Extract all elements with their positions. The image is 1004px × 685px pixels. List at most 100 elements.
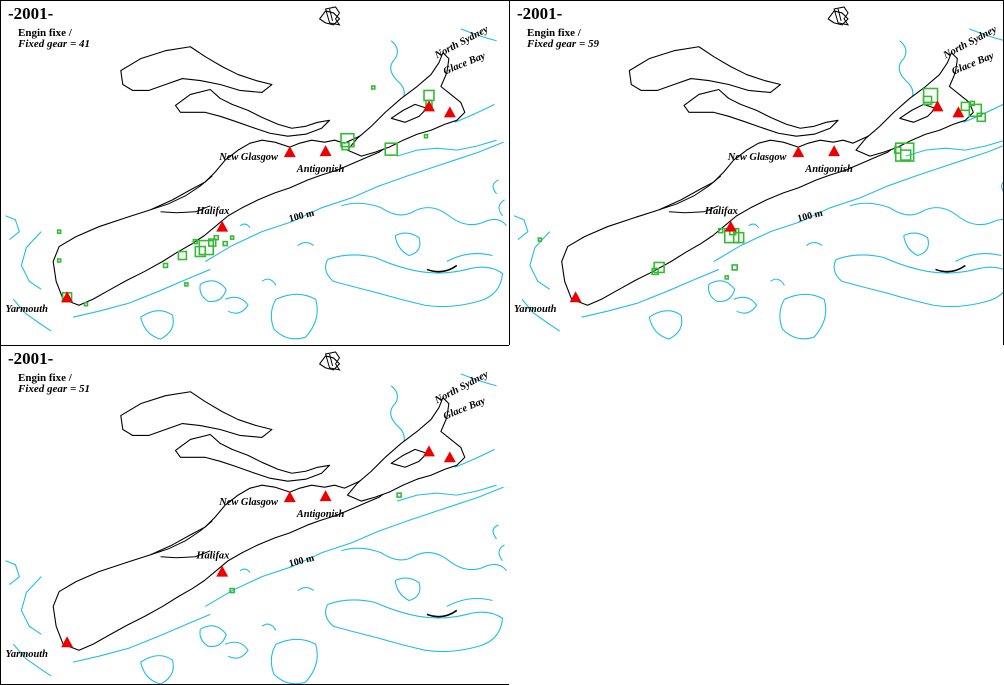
gear-label-en-1: Fixed gear = 41	[18, 38, 90, 50]
coastline	[628, 46, 781, 94]
depth-contour-line	[261, 278, 277, 286]
depth-contour-line	[529, 231, 551, 290]
depth-contour-line	[270, 293, 318, 340]
depth-contour-line	[297, 242, 314, 247]
depth-contour-line	[325, 254, 504, 308]
place-label-yarmouth: Yarmouth	[5, 649, 48, 660]
green-square-icon	[894, 142, 915, 162]
depth-contour-line	[397, 484, 497, 502]
depth-contour-line	[394, 577, 421, 602]
green-square-icon	[653, 261, 665, 274]
depth-contour-line	[72, 268, 211, 318]
depth-contour-line	[833, 254, 1003, 308]
red-triangle-icon	[569, 291, 582, 303]
depth-contour-line	[261, 623, 277, 631]
depth-contour-line	[1001, 181, 1003, 192]
green-square-icon	[192, 238, 199, 245]
red-triangle-icon	[283, 146, 296, 158]
red-triangle-icon	[423, 100, 435, 112]
depth-contour-line	[325, 599, 504, 653]
green-square-icon	[229, 235, 235, 240]
depth-contour-line	[648, 310, 683, 340]
depth-contour-line	[898, 40, 914, 103]
red-triangle-icon	[931, 100, 944, 112]
panel-year-2: -2001-	[517, 4, 563, 23]
depth-contour-line	[239, 568, 251, 573]
red-triangle-icon	[61, 291, 74, 303]
green-square-icon	[423, 133, 429, 139]
contour-arc	[426, 264, 458, 273]
depth-contour-line	[20, 231, 42, 290]
compass-icon	[324, 351, 341, 371]
red-triangle-icon	[423, 445, 435, 457]
green-square-icon	[83, 301, 89, 307]
gear-label-fr-2: Engin fixe /	[527, 27, 581, 39]
green-square-icon	[213, 234, 220, 241]
place-label-yarmouth: Yarmouth	[5, 304, 48, 315]
map-canvas-3: New GlasgowAntigonishHalifaxYarmouthNort…	[5, 351, 507, 684]
red-triangle-icon	[216, 565, 229, 577]
place-label-antigonish: Antigonish	[296, 509, 345, 520]
depth-contour-line	[199, 280, 227, 303]
depth-contour-line	[239, 223, 251, 229]
place-label-depth: 100 m	[796, 208, 824, 225]
panel-year-1: -2001-	[8, 4, 54, 23]
red-triangle-icon	[828, 145, 841, 157]
place-label-yarmouth: Yarmouth	[514, 304, 557, 315]
coastline	[319, 355, 341, 371]
depth-contour-line	[707, 280, 736, 303]
green-square-icon	[198, 239, 215, 256]
coastline	[319, 10, 341, 26]
depth-contour-line	[140, 655, 174, 684]
place-label-new_glasgow: New Glasgow	[727, 152, 787, 163]
depth-contour-line	[13, 643, 52, 677]
green-square-icon	[222, 240, 228, 247]
green-square-icon	[732, 231, 745, 244]
depth-contour-line	[341, 547, 507, 572]
depth-contour-line	[12, 298, 52, 332]
depth-contour-line	[224, 641, 249, 659]
depth-contour-line	[394, 232, 421, 257]
depth-contour-line	[20, 576, 42, 635]
depth-contour-line	[205, 141, 504, 262]
depth-contour-line	[460, 28, 497, 42]
empty-panel	[509, 345, 1004, 685]
depth-contour-line	[454, 448, 495, 468]
red-triangle-icon	[319, 145, 332, 157]
coastline	[120, 391, 273, 439]
depth-contour-line	[224, 296, 249, 314]
green-square-icon	[229, 587, 235, 594]
red-triangle-icon	[319, 490, 332, 502]
depth-contour-line	[903, 232, 929, 257]
red-triangle-icon	[792, 146, 805, 158]
depth-contour-line	[205, 486, 504, 607]
green-square-icon	[899, 149, 912, 161]
depth-contour-line	[270, 638, 318, 684]
panel-year-3: -2001-	[8, 349, 54, 368]
place-label-new_glasgow: New Glasgow	[218, 152, 278, 163]
contour-arc	[426, 609, 458, 618]
depth-contour-line	[5, 215, 21, 241]
depth-contour-line	[969, 28, 1003, 41]
depth-contour-line	[905, 140, 1003, 157]
green-square-icon	[651, 267, 659, 276]
red-triangle-icon	[724, 220, 737, 232]
coastline	[683, 88, 839, 137]
green-square-icon	[969, 100, 976, 107]
depth-contour-line	[713, 145, 1003, 262]
map-canvas-1: New GlasgowAntigonishHalifaxYarmouthNort…	[5, 6, 507, 340]
contour-arc	[935, 264, 966, 273]
map-canvas-2: New GlasgowAntigonishHalifaxYarmouthNort…	[513, 6, 1003, 340]
place-label-halifax: Halifax	[195, 206, 229, 217]
depth-contour-line	[446, 253, 493, 262]
coastline	[855, 52, 974, 157]
depth-contour-line	[513, 215, 529, 241]
gear-label-fr-3: Engin fixe /	[18, 372, 72, 384]
depth-contour-line	[849, 202, 1003, 226]
depth-contour-line	[770, 278, 785, 286]
depth-contour-line	[454, 103, 495, 123]
place-label-antigonish: Antigonish	[296, 164, 345, 175]
green-square-icon	[184, 282, 189, 287]
